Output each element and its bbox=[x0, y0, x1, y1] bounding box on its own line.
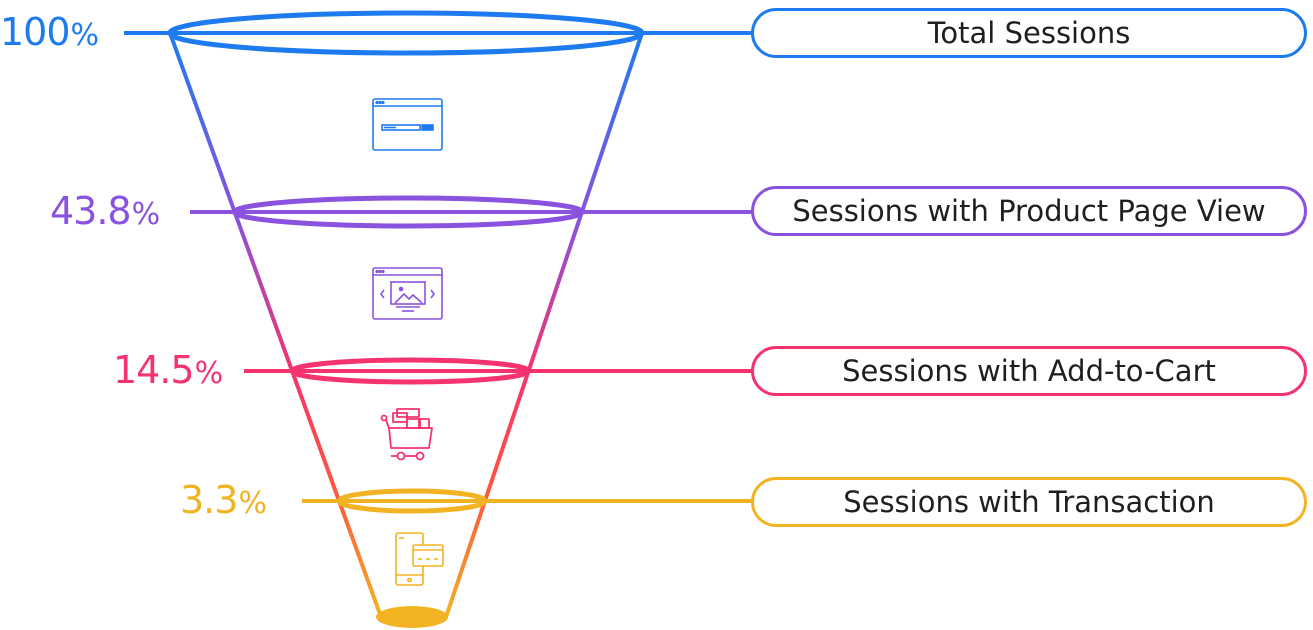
browser-image-carousel-icon bbox=[372, 267, 443, 320]
mobile-payment-card-icon bbox=[395, 532, 444, 586]
browser-window-search-icon bbox=[372, 98, 443, 151]
funnel-bottom bbox=[376, 606, 448, 628]
shopping-cart-icon bbox=[380, 408, 433, 461]
percent-symbol: % bbox=[194, 356, 223, 391]
percent-label-product: 43.8% bbox=[50, 189, 160, 233]
percent-value: 100 bbox=[0, 10, 71, 54]
funnel-left-edge bbox=[168, 31, 383, 619]
percent-label-cart: 14.5% bbox=[113, 348, 223, 392]
percent-value: 14.5 bbox=[113, 348, 195, 392]
funnel-ring-product bbox=[232, 195, 585, 229]
stage-pill-product: Sessions with Product Page View bbox=[751, 186, 1307, 236]
percent-label-transaction: 3.3% bbox=[180, 478, 267, 522]
percent-symbol: % bbox=[131, 197, 160, 232]
stage-pill-total: Total Sessions bbox=[751, 8, 1307, 58]
funnel-ring-cart bbox=[289, 357, 532, 385]
stage-label: Sessions with Add-to-Cart bbox=[842, 354, 1216, 388]
stage-label: Sessions with Product Page View bbox=[792, 194, 1266, 228]
percent-symbol: % bbox=[70, 18, 99, 53]
stage-pill-cart: Sessions with Add-to-Cart bbox=[751, 346, 1307, 396]
percent-value: 3.3 bbox=[180, 478, 238, 522]
funnel-right-edge bbox=[444, 31, 644, 619]
percent-symbol: % bbox=[238, 486, 266, 521]
percent-label-total: 100% bbox=[0, 10, 99, 54]
stage-label: Sessions with Transaction bbox=[843, 485, 1215, 519]
funnel-ring-total bbox=[167, 10, 645, 56]
stage-pill-transaction: Sessions with Transaction bbox=[751, 477, 1307, 527]
stage-label: Total Sessions bbox=[927, 16, 1131, 50]
funnel-ring-transaction bbox=[336, 488, 488, 514]
percent-value: 43.8 bbox=[50, 189, 132, 233]
